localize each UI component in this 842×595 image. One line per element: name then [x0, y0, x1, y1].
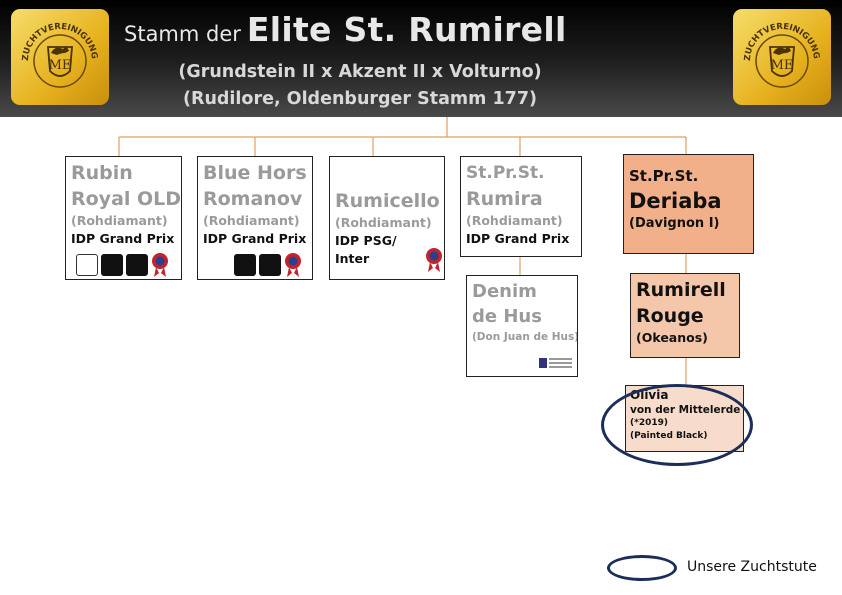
- brand-stallion-icon: [234, 254, 256, 276]
- horse-name: Deriaba: [629, 189, 722, 213]
- horse-name: Rumira: [466, 188, 543, 210]
- badge-row: [425, 247, 443, 273]
- horse-level: Inter: [335, 251, 370, 266]
- horse-name: Denim: [472, 281, 537, 302]
- legend-label: Unsere Zuchtstute: [687, 559, 817, 575]
- horse-name: Royal OLD: [71, 188, 182, 210]
- horse-title: St.Pr.St.: [466, 163, 545, 183]
- horse-box-blue-hors-romanov: Blue Hors Romanov (Rohdiamant) IDP Grand…: [197, 156, 313, 280]
- brand-shield-icon: [76, 254, 98, 276]
- legend-ellipse-icon: [607, 555, 677, 581]
- horse-sire: (Rohdiamant): [203, 213, 300, 228]
- logo-right: ZUCHTVEREINIGUNG MITTELERDE ME: [733, 9, 831, 105]
- brand-horseshoe-icon: [259, 254, 281, 276]
- title-main: Elite St. Rumirell: [246, 10, 567, 49]
- title-prefix: Stamm der: [124, 22, 241, 46]
- subtitle-pedigree: (Grundstein II x Akzent II x Volturno): [178, 62, 542, 82]
- horse-sire: (Rohdiamant): [466, 213, 563, 228]
- horse-title: St.Pr.St.: [629, 167, 699, 185]
- horse-box-rubin-royal: Rubin Royal OLD (Rohdiamant) IDP Grand P…: [65, 156, 182, 280]
- horse-level: IDP Grand Prix: [466, 231, 570, 246]
- horse-sire: (Rohdiamant): [71, 213, 168, 228]
- svg-text:ME: ME: [49, 58, 72, 73]
- svg-text:ME: ME: [771, 58, 794, 73]
- horse-name: Rumicello: [335, 190, 440, 212]
- horse-name: Rubin: [71, 162, 133, 184]
- subtitle-family: (Rudilore, Oldenburger Stamm 177): [182, 89, 538, 109]
- horse-box-rumira: St.Pr.St. Rumira (Rohdiamant) IDP Grand …: [460, 156, 582, 257]
- horse-sire: (Don Juan de Hus): [472, 331, 578, 343]
- badge-row: [76, 252, 169, 278]
- horse-box-deriaba: St.Pr.St. Deriaba (Davignon I): [623, 154, 754, 254]
- brand-horseshoe-icon: [126, 254, 148, 276]
- header-banner: ZUCHTVEREINIGUNG MITTELERDE ME ZUCHTVERE…: [0, 0, 842, 117]
- award-rosette-icon: [152, 253, 168, 277]
- association-seal-icon: ZUCHTVEREINIGUNG MITTELERDE ME: [11, 9, 99, 88]
- stud-logo-icon: [539, 358, 572, 368]
- horse-box-denim-de-hus: Denim de Hus (Don Juan de Hus): [466, 275, 578, 377]
- horse-level: IDP Grand Prix: [203, 231, 307, 246]
- horse-sire: (Davignon I): [629, 216, 720, 231]
- association-seal-icon: ZUCHTVEREINIGUNG MITTELERDE ME: [733, 9, 821, 88]
- brand-stallion-icon: [101, 254, 123, 276]
- horse-box-rumirell-rouge: Rumirell Rouge (Okeanos): [630, 273, 740, 358]
- horse-name: Rumirell: [636, 279, 726, 301]
- award-rosette-icon: [426, 248, 442, 272]
- horse-name: Blue Hors: [203, 162, 307, 184]
- horse-level: IDP Grand Prix: [71, 231, 175, 246]
- logo-left: ZUCHTVEREINIGUNG MITTELERDE ME: [11, 9, 109, 105]
- horse-name: Romanov: [203, 188, 303, 210]
- horse-name: Rouge: [636, 305, 704, 327]
- horse-box-rumicello: Rumicello (Rohdiamant) IDP PSG/ Inter: [329, 156, 445, 280]
- horse-level: IDP PSG/: [335, 233, 397, 248]
- award-rosette-icon: [285, 253, 301, 277]
- horse-name: de Hus: [472, 306, 542, 327]
- horse-sire: (Okeanos): [636, 330, 708, 345]
- badge-row: [234, 252, 302, 278]
- horse-sire: (Rohdiamant): [335, 215, 432, 230]
- breeding-mare-highlight-ellipse: [601, 384, 753, 466]
